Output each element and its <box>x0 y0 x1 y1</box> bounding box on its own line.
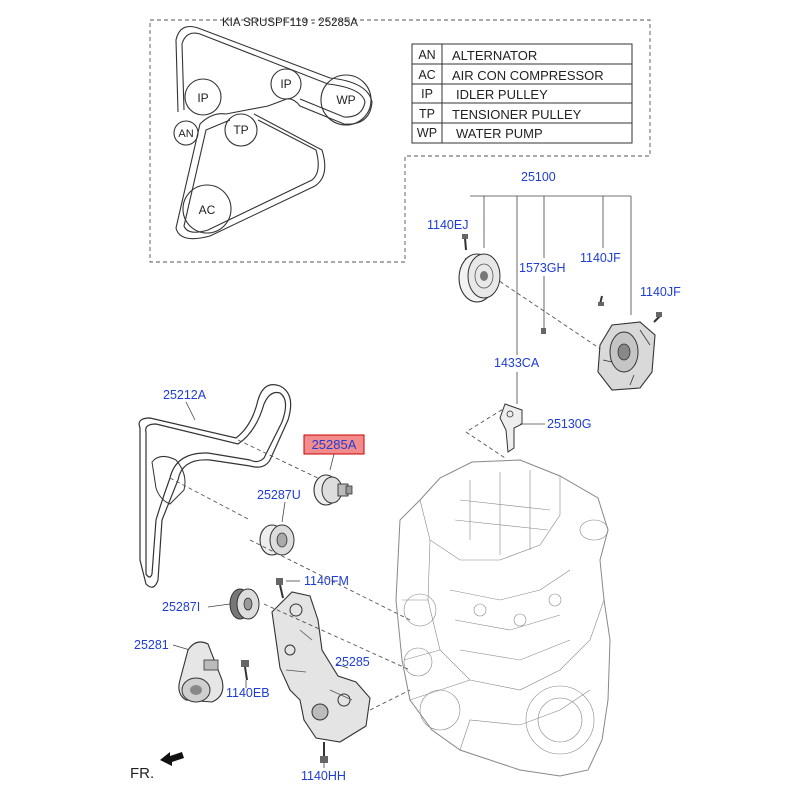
inset-title: KIA SRUSPF119 - 25285A <box>222 17 358 29</box>
tensioner-25281[interactable] <box>178 641 224 703</box>
water-pump-gasket[interactable] <box>499 403 523 453</box>
ac-label: AC <box>199 203 216 217</box>
alternator-pulley: AN <box>173 120 199 146</box>
ip-top-label: IP <box>280 77 291 91</box>
legend-code: TP <box>419 107 435 121</box>
legend-name: TENSIONER PULLEY <box>452 107 582 122</box>
label-1140JF-a[interactable]: 1140JF <box>580 251 621 265</box>
legend-row: IP IDLER PULLEY <box>421 87 548 102</box>
label-1140JF-b[interactable]: 1140JF <box>640 285 681 299</box>
bolt-icon <box>320 742 328 763</box>
bolt-icon <box>462 234 468 251</box>
legend-name: ALTERNATOR <box>452 48 537 63</box>
legend-code: WP <box>417 126 437 140</box>
label-1140FM[interactable]: 1140FM <box>304 574 349 588</box>
highlighted-part-25285A[interactable]: 25285A <box>303 434 365 455</box>
legend-row: WP WATER PUMP <box>417 126 543 141</box>
label-1140EB[interactable]: 1140EB <box>226 686 270 700</box>
tensioner-pulley: TP <box>224 113 258 147</box>
water-pump-assembly: 25100 1140EJ 1573GH 1140JF 1140JF 1433CA… <box>427 170 681 459</box>
legend-name: AIR CON COMPRESSOR <box>452 68 604 83</box>
label-25212A[interactable]: 25212A <box>163 388 207 402</box>
legend-name: WATER PUMP <box>456 126 543 141</box>
bolt-icon <box>241 660 249 681</box>
ip-left-label: IP <box>197 91 208 105</box>
drive-belt-25212A[interactable] <box>138 384 292 588</box>
idler-pulley-25285A[interactable] <box>313 474 353 506</box>
idler-pulley-25287I[interactable] <box>229 588 260 620</box>
legend-table: AN ALTERNATOR AC AIR CON COMPRESSOR IP I… <box>411 43 633 144</box>
idler-pulley-top: IP <box>270 68 302 100</box>
water-pump-body[interactable] <box>597 321 656 391</box>
bracket-25285[interactable] <box>271 591 371 743</box>
label-1433CA[interactable]: 1433CA <box>494 356 540 370</box>
label-25130G[interactable]: 25130G <box>547 417 591 431</box>
water-pump-pulley: WP <box>320 74 372 126</box>
bolt-icon <box>276 578 284 599</box>
label-25285[interactable]: 25285 <box>335 655 370 669</box>
label-1140HH[interactable]: 1140HH <box>301 769 346 783</box>
wp-label: WP <box>336 93 355 107</box>
idler-pulley-left: IP <box>184 78 222 116</box>
front-arrow-icon <box>160 752 184 766</box>
front-label: FR. <box>130 765 154 782</box>
legend-code: AC <box>418 68 435 82</box>
belt-routing-inset: KIA SRUSPF119 - 25285A WP IP IP AN TP AC <box>149 17 651 263</box>
an-label: AN <box>178 128 193 140</box>
pin-icon <box>541 328 546 334</box>
label-1140EJ[interactable]: 1140EJ <box>427 218 468 232</box>
water-pump-pulley-part[interactable] <box>458 253 501 303</box>
label-25287I[interactable]: 25287I <box>162 600 200 614</box>
bolt-icon <box>598 295 604 306</box>
legend-code: IP <box>421 87 433 101</box>
bolt-icon <box>653 312 662 323</box>
engine-block <box>395 459 611 777</box>
label-1573GH[interactable]: 1573GH <box>519 261 566 275</box>
legend-code: AN <box>418 48 435 62</box>
tp-label: TP <box>233 123 248 137</box>
label-25100[interactable]: 25100 <box>521 170 556 184</box>
label-25285A[interactable]: 25285A <box>312 437 357 452</box>
front-direction-indicator: FR. <box>130 752 184 782</box>
air-con-compressor-pulley: AC <box>182 184 232 234</box>
legend-row: TP TENSIONER PULLEY <box>419 107 582 122</box>
label-25287U[interactable]: 25287U <box>257 488 301 502</box>
label-25281[interactable]: 25281 <box>134 638 169 652</box>
idler-pulley-25287U[interactable] <box>259 524 295 556</box>
legend-row: AC AIR CON COMPRESSOR <box>418 68 603 83</box>
legend-row: AN ALTERNATOR <box>418 48 537 63</box>
legend-name: IDLER PULLEY <box>456 87 548 102</box>
